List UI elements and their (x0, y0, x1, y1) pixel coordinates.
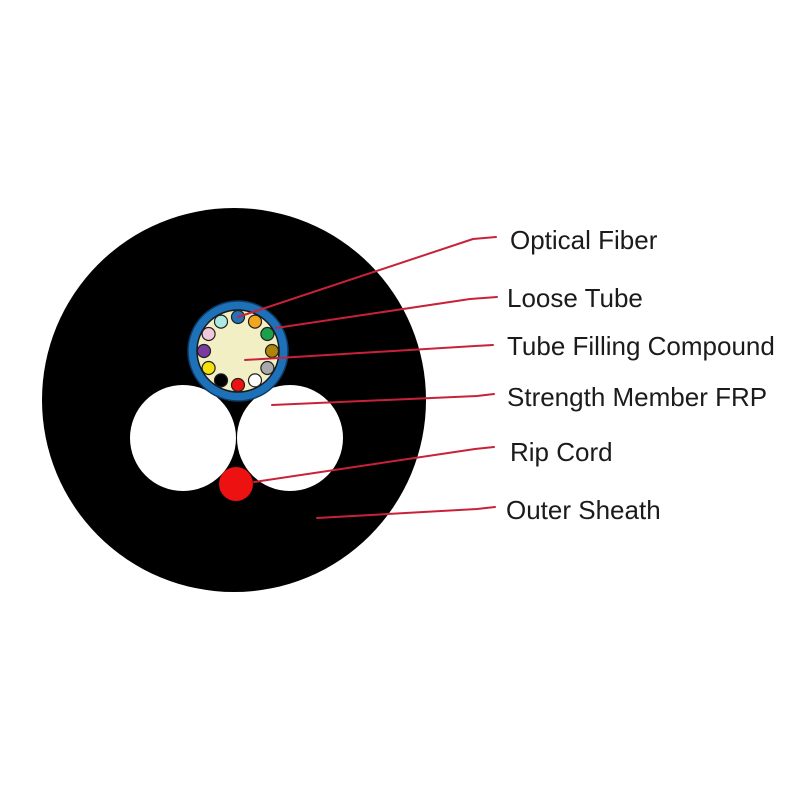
leader-line-strength-member-frp (271, 393, 495, 406)
fiber-dot-orange (247, 314, 263, 329)
label-loose-tube: Loose Tube (507, 283, 643, 313)
fiber-dot-violet (196, 343, 212, 359)
label-rip-cord: Rip Cord (510, 437, 613, 467)
rip-cord-dot (219, 467, 253, 501)
fiber-dot-white (247, 373, 263, 388)
fiber-dot-slate (260, 360, 275, 376)
fiber-dot-aqua (213, 314, 229, 329)
leader-line-outer-sheath (316, 506, 496, 519)
fiber-dot-black (213, 373, 229, 388)
label-outer-sheath: Outer Sheath (506, 495, 661, 525)
fiber-dot-green (260, 326, 275, 342)
fiber-dot-rose (201, 326, 216, 342)
leader-line-loose-tube (275, 296, 498, 329)
strength-member-right-circle (237, 385, 343, 491)
fiber-dot-red (230, 377, 246, 393)
fiber-dot-yellow (201, 360, 216, 376)
leader-line-optical-fiber (237, 236, 497, 318)
label-optical-fiber: Optical Fiber (510, 225, 658, 255)
label-tube-filling-compound: Tube Filling Compound (507, 331, 775, 361)
fiber-dot-brown (264, 343, 280, 359)
leader-line-rip-cord (253, 446, 495, 483)
leader-line-tube-filling-compound (244, 344, 494, 361)
strength-member-left-circle (130, 385, 236, 491)
label-strength-member-frp: Strength Member FRP (507, 382, 768, 412)
leader-lines (237, 236, 498, 519)
